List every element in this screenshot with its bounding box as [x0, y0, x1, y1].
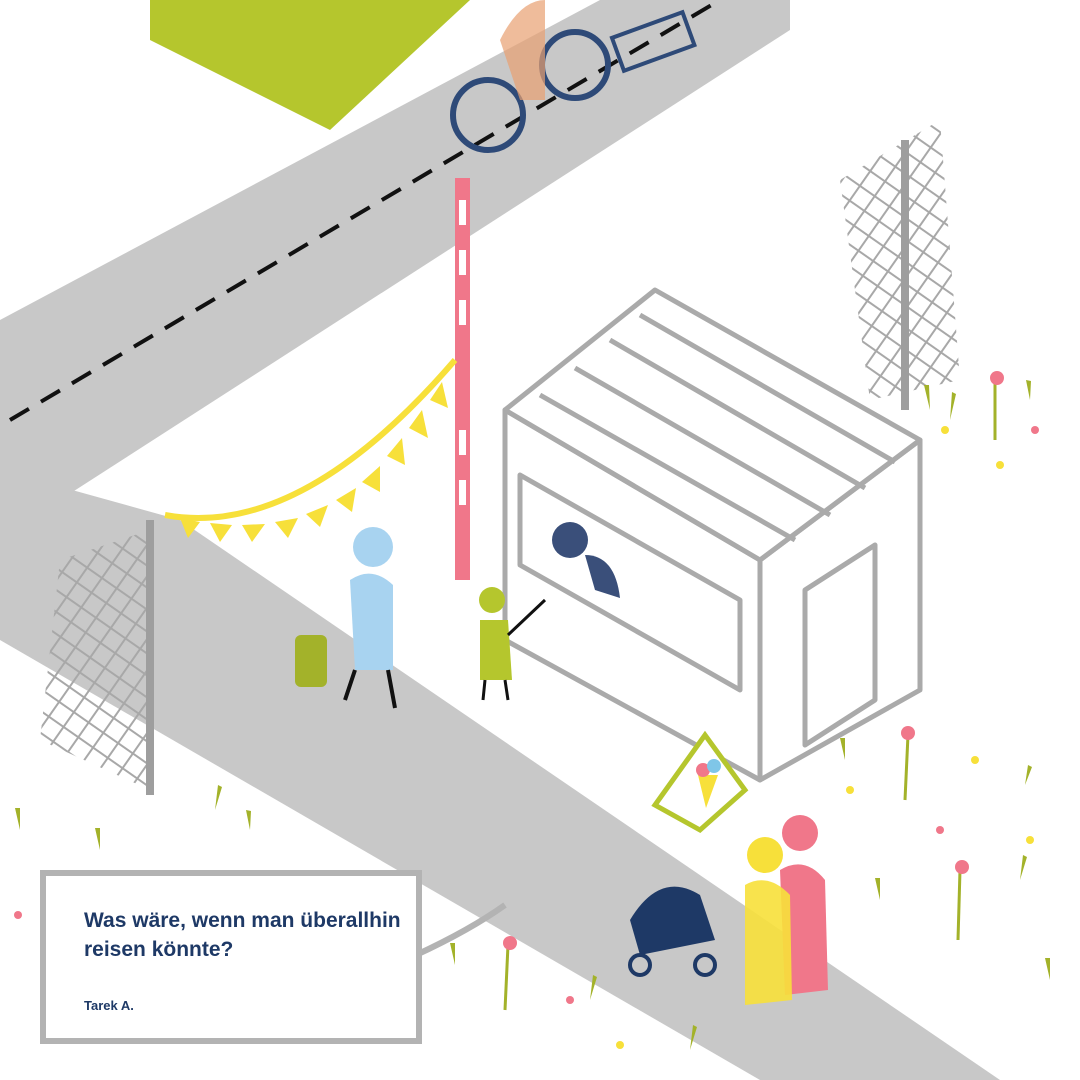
ice-cream-kiosk — [502, 287, 923, 783]
road-center-dashes — [8, 0, 722, 422]
quote-box: Was wäre, wenn man überallhin reisen kön… — [40, 870, 422, 1044]
flowers — [14, 371, 1050, 1050]
couple-with-stroller — [628, 815, 828, 1005]
quote-text: Was wäre, wenn man überallhin reisen kön… — [84, 909, 401, 961]
vendor — [552, 522, 620, 598]
quote-author: Tarek A. — [84, 998, 134, 1013]
bunting — [164, 358, 458, 542]
speech-tail — [414, 902, 507, 958]
grass-lawn — [150, 0, 470, 130]
fence-right — [840, 120, 960, 400]
road — [0, 0, 790, 530]
fence-left — [40, 530, 150, 790]
striped-pole — [455, 178, 470, 580]
cyclist — [450, 9, 697, 153]
child — [479, 587, 547, 701]
person-with-suitcase — [295, 527, 397, 709]
cyclist-body — [500, 0, 545, 100]
